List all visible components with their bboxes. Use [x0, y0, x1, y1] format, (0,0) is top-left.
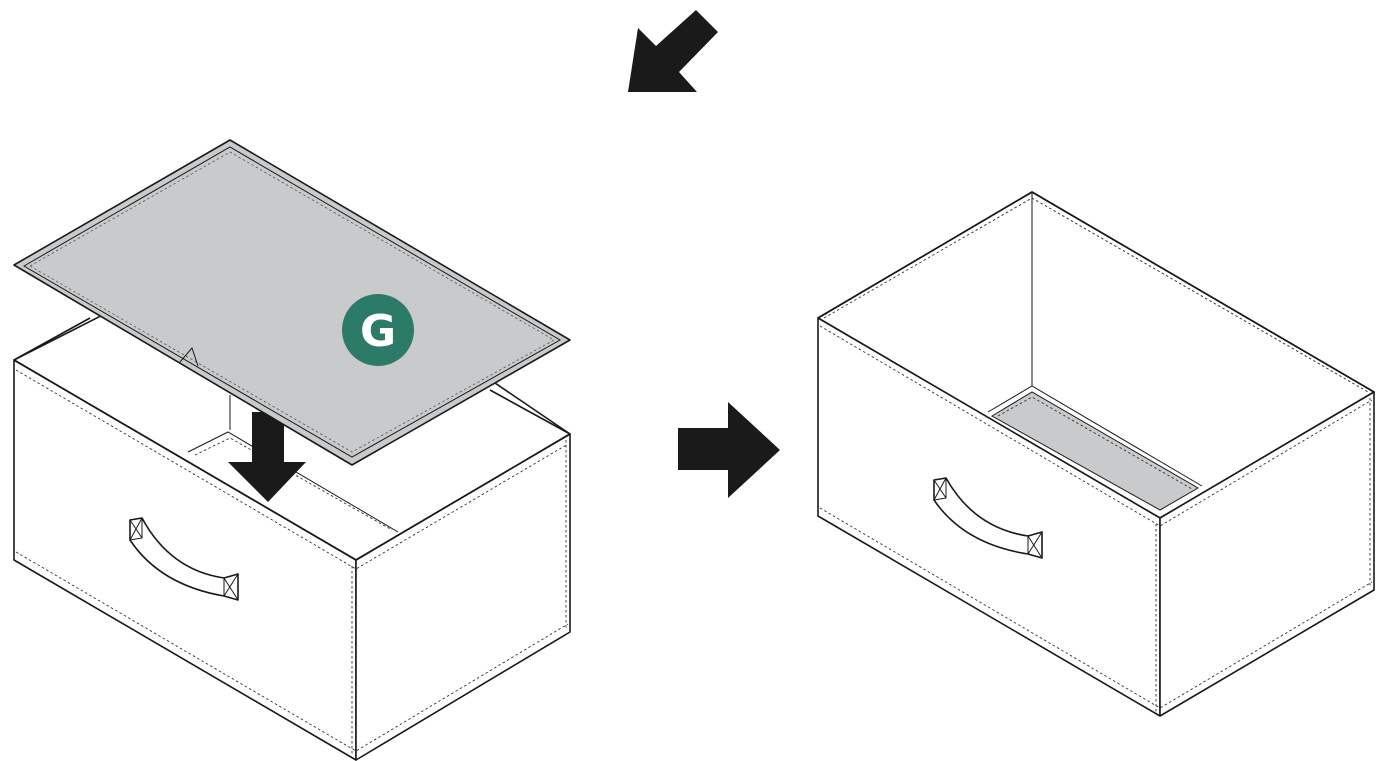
step-marker-g: G [342, 294, 414, 366]
right-box [817, 191, 1375, 717]
handle-icon [933, 477, 1043, 559]
handle-icon [129, 517, 239, 601]
pointer-arrow-icon [628, 10, 718, 92]
step-marker-label: G [360, 306, 396, 357]
right-arrow-icon [678, 402, 780, 498]
down-arrow-icon [228, 412, 306, 502]
bottom-panel [13, 139, 571, 466]
